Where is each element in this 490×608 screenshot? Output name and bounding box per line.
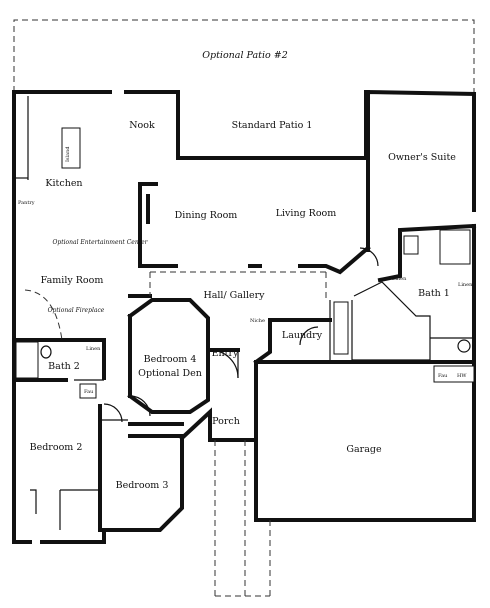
bedroom-2-label: Bedroom 2 xyxy=(30,442,83,453)
kitchen-label: Kitchen xyxy=(45,178,82,189)
island-label: Island xyxy=(65,146,71,162)
garage-label: Garage xyxy=(346,444,382,455)
niche-label: Niche xyxy=(250,318,265,324)
linen-right-label: Linen xyxy=(458,282,473,288)
linen-bath2-label: Linen xyxy=(86,346,101,352)
owners-suite-label: Owner's Suite xyxy=(388,152,456,163)
fau-hall-box xyxy=(79,383,97,399)
room-labels: Optional Patio #2 Nook Standard Patio 1 … xyxy=(18,50,473,491)
hall-gallery-label: Hall/ Gallery xyxy=(203,290,265,301)
interior-walls xyxy=(12,90,477,532)
fixtures xyxy=(15,127,475,399)
shower xyxy=(439,229,471,265)
linen-bath1-label: Linen xyxy=(392,276,407,282)
washer-dryer xyxy=(333,301,349,355)
living-room-label: Living Room xyxy=(276,208,337,219)
dining-room-label: Dining Room xyxy=(175,210,238,221)
bedroom-3-label: Bedroom 3 xyxy=(116,480,169,491)
optional-entertainment-center-label: Optional Entertainment Center xyxy=(52,239,148,246)
garage-utilities xyxy=(433,365,475,383)
bath1-sink xyxy=(403,235,419,255)
nook-label: Nook xyxy=(129,120,155,131)
optional-fireplace-label: Optional Fireplace xyxy=(48,307,105,314)
entry-label: Entry xyxy=(212,348,239,359)
standard-patio-1-label: Standard Patio 1 xyxy=(232,120,313,131)
optional-patio-outline xyxy=(13,19,475,94)
bath2-tub xyxy=(15,341,39,379)
door-swings xyxy=(103,247,379,423)
porch-label: Porch xyxy=(212,416,240,427)
exterior-walls xyxy=(12,89,477,544)
bedroom-4-label: Bedroom 4 xyxy=(144,354,197,365)
bath-2-label: Bath 2 xyxy=(48,361,80,372)
kitchen-island xyxy=(61,127,81,169)
opening-lines xyxy=(24,271,327,597)
family-room-label: Family Room xyxy=(41,275,104,286)
optional-den-label: Optional Den xyxy=(138,368,202,379)
bath-1-label: Bath 1 xyxy=(418,288,450,299)
hw-label: HW xyxy=(457,373,467,379)
fau-hall-label: Fau xyxy=(84,389,94,395)
fau-garage-label: Fau xyxy=(438,373,448,379)
laundry-label: Laundry xyxy=(282,330,323,341)
pantry-label: Pantry xyxy=(18,200,35,206)
optional-patio-2-label: Optional Patio #2 xyxy=(202,50,288,61)
